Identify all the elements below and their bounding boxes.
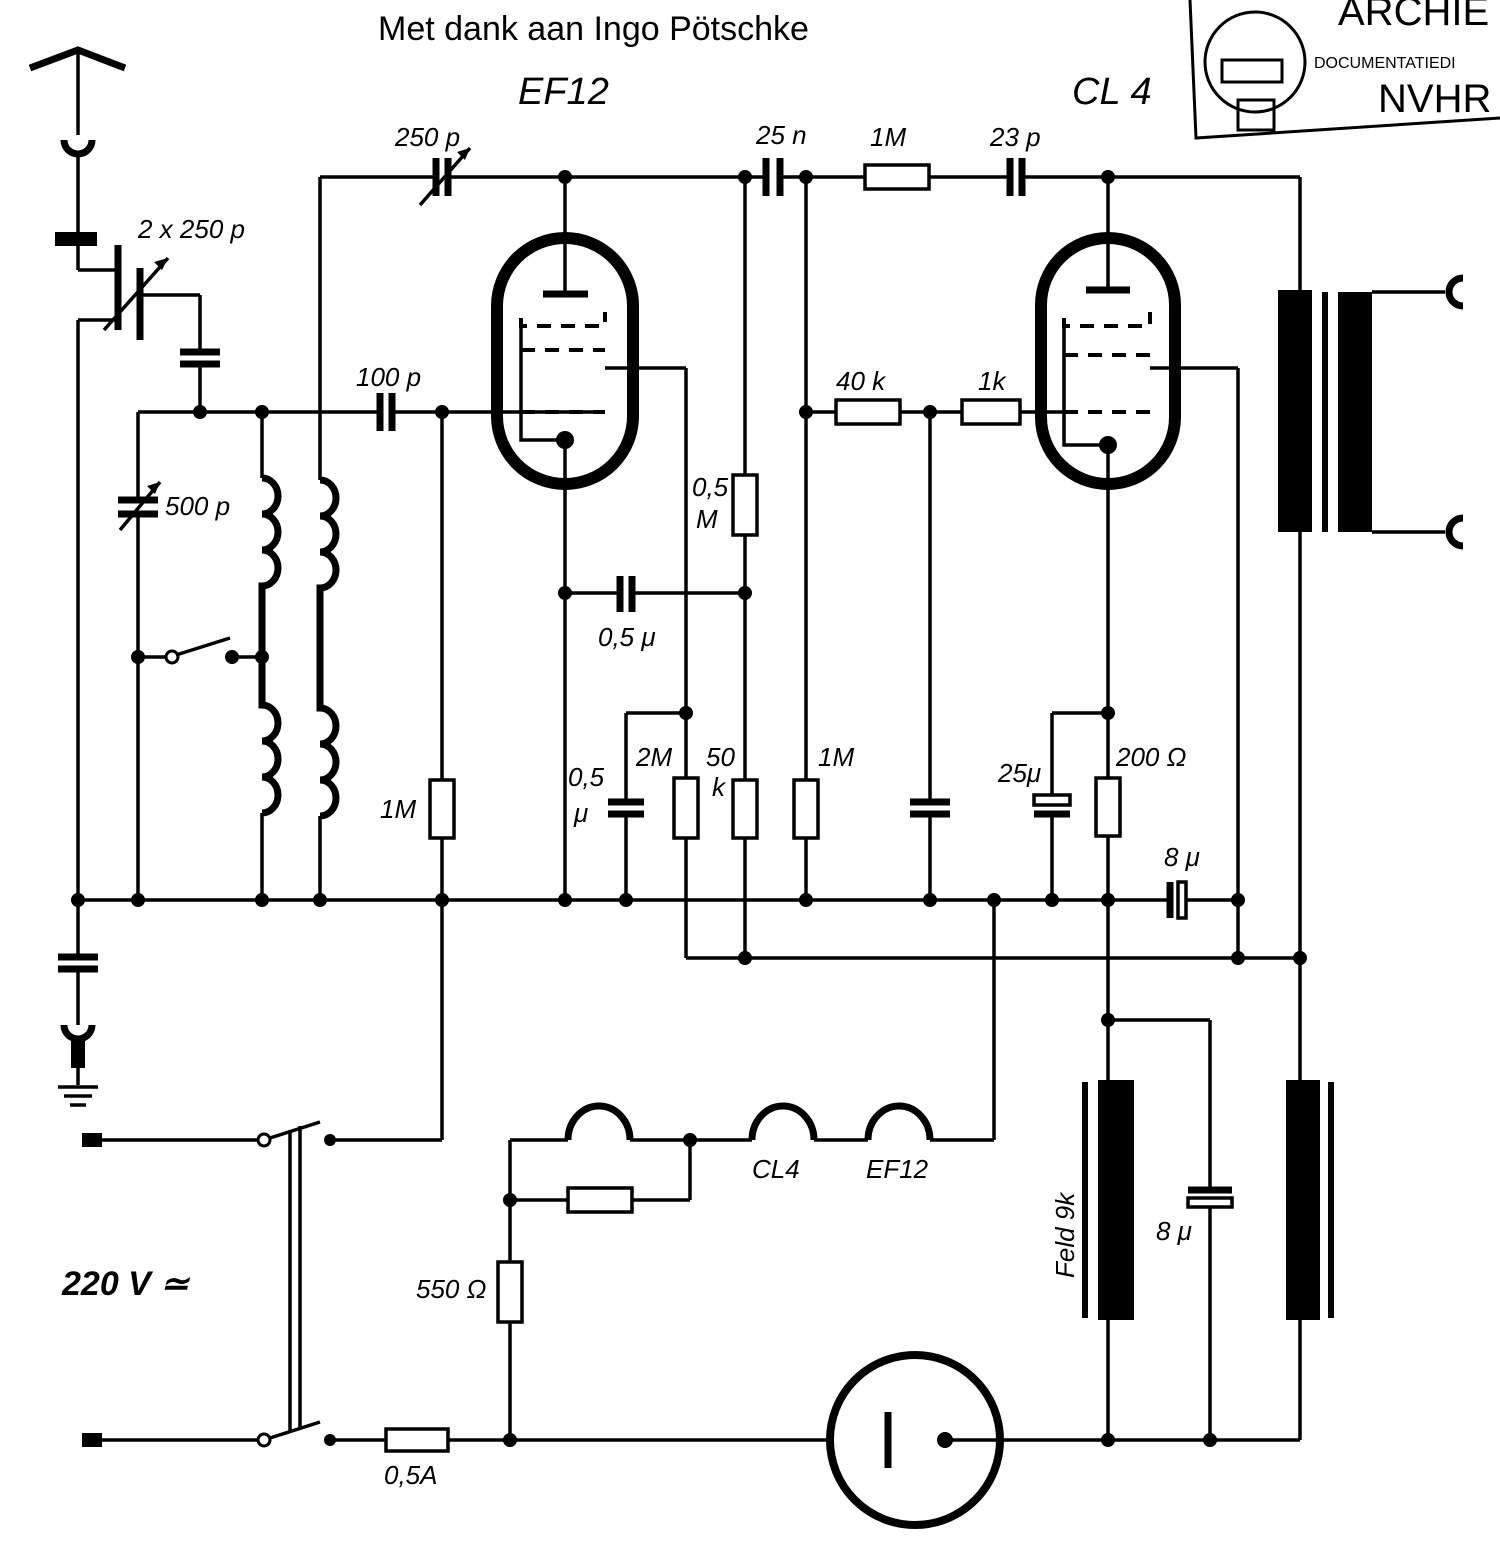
cl4-cathode-capacitor-label: 25μ bbox=[997, 758, 1041, 788]
anode-resistor-label: 2M bbox=[635, 742, 672, 772]
divider-resistor-label-bottom: k bbox=[712, 772, 727, 802]
stamp-documentation-text: DOCUMENTATIEDI bbox=[1314, 55, 1456, 72]
reaction-capacitor-label: 250 p bbox=[394, 122, 460, 152]
screen-resistor-label-top: 0,5 bbox=[692, 472, 729, 502]
series-resistor-label: 1M bbox=[870, 122, 906, 152]
cathode-capacitor-label-top: 0,5 bbox=[568, 762, 605, 792]
reaction-capacitor bbox=[418, 146, 472, 207]
tuning-coil bbox=[258, 412, 282, 900]
cl4-tube bbox=[1035, 177, 1238, 490]
grid-leak-resistor-label: 1M bbox=[380, 794, 416, 824]
antenna-icon bbox=[28, 46, 127, 272]
heater-resistor-label: 550 Ω bbox=[416, 1274, 486, 1304]
hum-choke bbox=[1286, 1080, 1320, 1320]
archive-stamp: ARCHIE DOCUMENTATIEDI NVHR bbox=[1188, 0, 1500, 140]
field-coil bbox=[1098, 1080, 1134, 1320]
earth-icon bbox=[58, 1068, 98, 1107]
cl4-grid-leak-resistor-label: 1M bbox=[818, 742, 854, 772]
stamp-archive-text: ARCHIE bbox=[1338, 0, 1489, 34]
screen-capacitor-label: 0,5 μ bbox=[598, 622, 656, 652]
cathode-capacitor-label-bottom: μ bbox=[573, 798, 588, 828]
cl4-grid-resistor-label: 40 k bbox=[836, 366, 887, 396]
fuse bbox=[384, 1427, 450, 1453]
stamp-nvhr-text: NVHR bbox=[1378, 77, 1491, 121]
cl4-grid-resistor bbox=[834, 398, 902, 426]
series-resistor bbox=[863, 163, 931, 191]
tube-label-cl4: CL 4 bbox=[1072, 71, 1152, 113]
tuning-capacitor bbox=[118, 480, 162, 532]
filter-capacitor-2-label: 8 μ bbox=[1156, 1216, 1192, 1246]
heater-cl4-label: CL4 bbox=[752, 1154, 800, 1184]
tube-label-ef12: EF12 bbox=[518, 71, 609, 113]
fuse-label: 0,5A bbox=[384, 1460, 438, 1490]
reaction-coil bbox=[316, 476, 340, 900]
output-transformer bbox=[1278, 177, 1464, 1080]
cl4-cathode-resistor bbox=[1094, 776, 1122, 838]
divider-resistor-label-top: 50 bbox=[706, 742, 735, 772]
grid-stopper-resistor bbox=[960, 398, 1022, 426]
antenna-capacitor-label: 2 x 250 p bbox=[137, 214, 245, 244]
field-coil-label: Feld 9k bbox=[1050, 1191, 1080, 1278]
heater-ef12-label: EF12 bbox=[866, 1154, 929, 1184]
ef12-tube bbox=[491, 177, 686, 490]
output-capacitor-label: 23 p bbox=[989, 122, 1041, 152]
filter-capacitor-1-label: 8 μ bbox=[1164, 842, 1200, 872]
cl4-grid-leak-resistor bbox=[792, 778, 820, 840]
archive-logo-icon bbox=[1203, 10, 1307, 114]
screen-resistor bbox=[731, 473, 759, 537]
mains-switch bbox=[82, 1120, 442, 1448]
divider-resistor bbox=[731, 778, 759, 840]
heater-resistor bbox=[496, 1260, 524, 1324]
tuning-capacitor-label: 500 p bbox=[165, 491, 230, 521]
mains-voltage-label: 220 V ≃ bbox=[61, 1265, 190, 1303]
cl4-cathode-resistor-label: 200 Ω bbox=[1115, 742, 1186, 772]
grid-stopper-resistor-label: 1k bbox=[978, 366, 1007, 396]
coupling-capacitor-label: 25 n bbox=[755, 120, 807, 150]
credit-title: Met dank aan Ingo Pötschke bbox=[378, 10, 809, 48]
heater-filaments bbox=[564, 1102, 994, 1142]
anode-resistor bbox=[672, 776, 700, 840]
screen-resistor-label-bottom: M bbox=[696, 504, 718, 534]
grid-capacitor-label: 100 p bbox=[356, 362, 421, 392]
antenna-tuning-capacitor bbox=[78, 245, 220, 412]
grid-leak-resistor bbox=[428, 778, 456, 840]
